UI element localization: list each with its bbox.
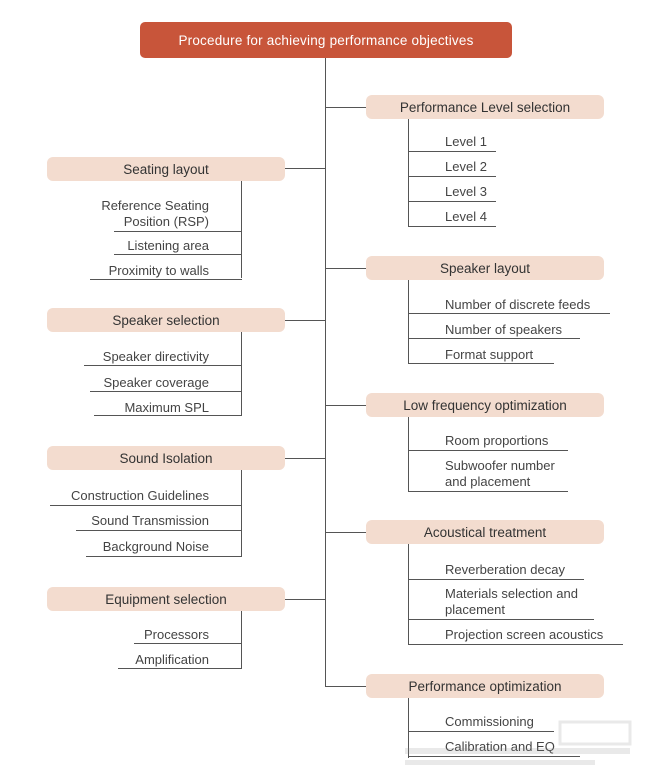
item-number-of-discrete-feeds: Number of discrete feeds	[445, 297, 591, 312]
category-title: Performance optimization	[408, 678, 562, 694]
item-speaker-directivity: Speaker directivity	[102, 349, 209, 364]
item-underline	[408, 338, 580, 339]
category-speaker-selection: Speaker selection	[47, 308, 285, 332]
connector-line	[285, 599, 325, 600]
branch-line	[408, 417, 409, 491]
item-materials-selection-and-placement: Materials selection and placement	[445, 586, 578, 617]
item-construction-guidelines: Construction Guidelines	[70, 488, 209, 503]
category-title: Performance Level selection	[399, 99, 571, 115]
item-sound-transmission: Sound Transmission	[91, 513, 209, 528]
category-title: Sound Isolation	[119, 450, 213, 466]
category-performance-level-selection: Performance Level selection	[366, 95, 604, 119]
item-underline	[84, 365, 242, 366]
category-title: Speaker layout	[439, 260, 531, 276]
item-underline	[408, 363, 554, 364]
item-underline	[90, 391, 242, 392]
item-level-1: Level 1	[445, 134, 487, 149]
connector-line	[325, 268, 366, 269]
item-speaker-coverage: Speaker coverage	[103, 375, 209, 390]
item-underline	[50, 505, 242, 506]
item-underline	[114, 231, 242, 232]
category-speaker-layout: Speaker layout	[366, 256, 604, 280]
branch-line	[241, 181, 242, 278]
item-level-4: Level 4	[445, 209, 487, 224]
branch-line	[408, 544, 409, 645]
item-underline	[408, 491, 568, 492]
category-title: Speaker selection	[112, 312, 220, 328]
item-projection-screen-acoustics: Projection screen acoustics	[445, 627, 604, 642]
item-maximum-spl: Maximum SPL	[124, 400, 209, 415]
item-underline	[114, 254, 242, 255]
watermark-logo	[405, 720, 632, 765]
item-underline	[408, 619, 594, 620]
item-underline	[408, 579, 584, 580]
category-title: Low frequency optimization	[403, 397, 567, 413]
connector-line	[285, 458, 325, 459]
branch-line	[408, 280, 409, 363]
item-underline	[408, 201, 496, 202]
item-underline	[408, 450, 568, 451]
item-proximity-to-walls: Proximity to walls	[108, 263, 209, 278]
branch-line	[241, 611, 242, 669]
item-underline	[118, 668, 242, 669]
root-title: Procedure for achieving performance obje…	[178, 32, 474, 48]
item-reverberation-decay: Reverberation decay	[445, 562, 565, 577]
item-amplification: Amplification	[135, 652, 209, 667]
category-acoustical-treatment: Acoustical treatment	[366, 520, 604, 544]
category-seating-layout: Seating layout	[47, 157, 285, 181]
item-underline	[408, 313, 610, 314]
category-title: Acoustical treatment	[423, 524, 547, 540]
item-commissioning: Commissioning	[445, 714, 534, 729]
item-underline	[94, 415, 242, 416]
item-format-support: Format support	[445, 347, 534, 362]
item-underline	[76, 530, 242, 531]
connector-line	[285, 320, 325, 321]
item-underline	[408, 644, 623, 645]
trunk-line	[325, 58, 326, 686]
branch-line	[241, 332, 242, 415]
item-underline	[408, 176, 496, 177]
item-subwoofer-number-and-placement: Subwoofer number and placement	[445, 458, 555, 489]
category-low-frequency-optimization: Low frequency optimization	[366, 393, 604, 417]
category-equipment-selection: Equipment selection	[47, 587, 285, 611]
branch-line	[408, 698, 409, 758]
category-performance-optimization: Performance optimization	[366, 674, 604, 698]
connector-line	[325, 405, 366, 406]
branch-line	[241, 470, 242, 556]
item-reference-seating-position: Reference Seating Position (RSP)	[101, 198, 209, 229]
item-underline	[408, 151, 496, 152]
item-level-2: Level 2	[445, 159, 487, 174]
category-title: Seating layout	[123, 161, 209, 177]
connector-line	[325, 107, 366, 108]
item-room-proportions: Room proportions	[445, 433, 549, 448]
item-calibration-and-eq: Calibration and EQ	[445, 739, 555, 754]
item-underline	[408, 226, 496, 227]
item-underline	[90, 279, 242, 280]
item-underline	[134, 643, 242, 644]
connector-line	[325, 532, 366, 533]
item-underline	[408, 756, 580, 757]
connector-line	[325, 686, 366, 687]
item-listening-area: Listening area	[127, 238, 209, 253]
root-title-box: Procedure for achieving performance obje…	[140, 22, 512, 58]
item-level-3: Level 3	[445, 184, 487, 199]
item-background-noise: Background Noise	[102, 539, 209, 554]
branch-line	[408, 119, 409, 227]
item-underline	[408, 731, 554, 732]
item-number-of-speakers: Number of speakers	[445, 322, 563, 337]
category-sound-isolation: Sound Isolation	[47, 446, 285, 470]
item-processors: Processors	[143, 627, 209, 642]
category-title: Equipment selection	[105, 591, 227, 607]
item-underline	[86, 556, 242, 557]
connector-line	[285, 168, 325, 169]
